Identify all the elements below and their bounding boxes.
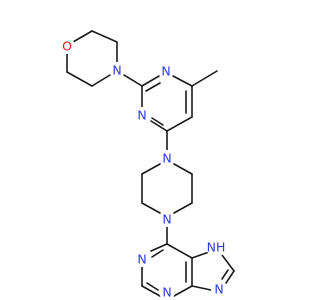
bond-pip-c6-n1 (141, 163, 161, 175)
atom-n-purine-3: N (159, 284, 175, 300)
bond-pip-n4-c5 (141, 202, 161, 214)
bond-pyr-c2-n3-inner (145, 82, 161, 92)
bond-pur-n3-c2-inner (146, 282, 159, 291)
bond-pip-n1-c2 (173, 163, 193, 175)
atom-label-n-morpholine: N (112, 63, 121, 78)
bond-morph-n-pyr-c2 (123, 74, 143, 87)
molecule-structure: O N N N N N (59, 30, 235, 300)
bond-morph-c1-c2 (91, 30, 118, 43)
bond-pur-n9-c4 (191, 285, 212, 291)
atom-nh-purine-7: NH (206, 237, 226, 257)
bond-morph-c3-c4 (66, 71, 93, 87)
bond-pur-c8-n9 (225, 270, 235, 284)
atom-n-morpholine: N (109, 62, 125, 78)
atom-o-morpholine: O (59, 38, 75, 54)
bond-pyr-c6-n1-inner (151, 117, 164, 126)
atom-n-piperazine-2: N (159, 211, 175, 227)
bonds (66, 30, 235, 297)
bond-pur-c6-c5 (166, 243, 193, 259)
atom-n-piperazine-1: N (159, 150, 175, 166)
atom-n-purine-1: N (134, 251, 150, 267)
atom-label-n-pyrimidine-1: N (161, 64, 170, 79)
bond-pur-n7-c8 (221, 254, 235, 272)
bond-pur-n1-c6-inner (151, 249, 164, 258)
atom-label-n-piperazine-2: N (162, 212, 171, 227)
bond-pur-c4-n3 (173, 285, 193, 297)
bond-pur-n3-c2 (141, 285, 161, 297)
bond-pyr-c4-methyl (191, 70, 218, 87)
bond-morph-o-c1 (72, 30, 93, 43)
atom-labels: O N N N N N (59, 38, 227, 300)
atom-label-o-morpholine: O (62, 39, 72, 54)
bond-pyr-c6-n1 (150, 120, 168, 132)
atom-n-purine-9: N (211, 281, 227, 297)
atom-label-n-purine-1: N (137, 252, 146, 267)
bond-pur-c8-n9-inner (221, 269, 229, 280)
bond-morph-n-c3 (91, 74, 111, 87)
bond-pyr-c5-c6 (166, 116, 193, 132)
molecule-structure-canvas: O N N N N N (59, 30, 235, 300)
bond-pip-c3-n4 (173, 202, 193, 214)
atom-label-nh-purine-7: NH (207, 240, 226, 255)
atom-label-n-purine-3: N (162, 285, 171, 300)
atom-n-pyrimidine-2: N (134, 107, 150, 123)
atom-label-n-piperazine-1: N (162, 151, 171, 166)
bond-pur-n1-c6 (150, 243, 168, 252)
atom-label-n-purine-9: N (214, 282, 223, 297)
atom-label-n-pyrimidine-2: N (137, 108, 146, 123)
bond-pyr-c2-n3 (141, 75, 160, 87)
bond-pyr-n3-c4 (172, 75, 193, 87)
atom-n-pyrimidine-1: N (158, 63, 174, 79)
bond-pur-c5-n7 (191, 251, 210, 259)
